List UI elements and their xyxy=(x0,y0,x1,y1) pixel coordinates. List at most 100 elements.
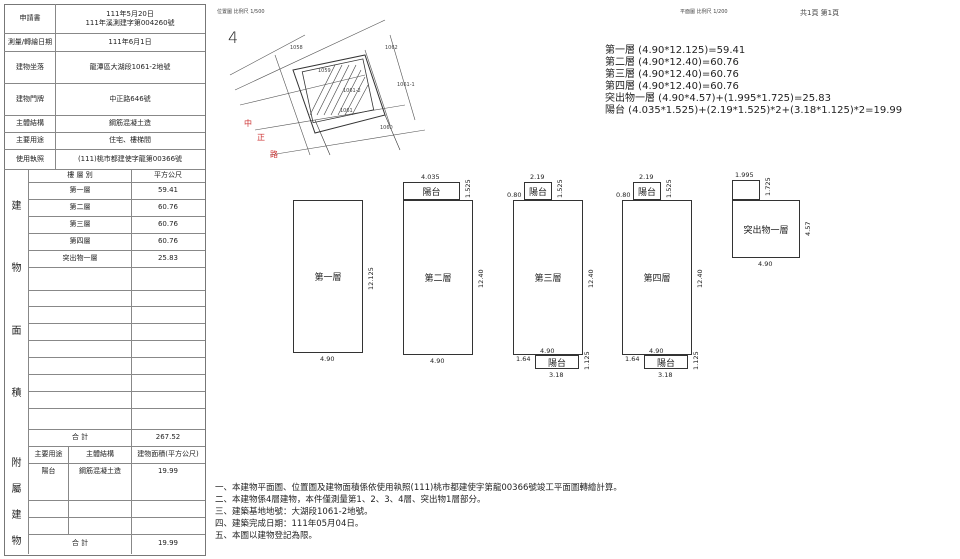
floor3-balcony-label: 陽台 xyxy=(528,187,547,198)
floor2-balcony-width: 4.035 xyxy=(421,173,440,181)
floor4-plan: 第四層 xyxy=(622,200,692,355)
location-map xyxy=(229,19,426,156)
floor-row-area: 60.76 xyxy=(157,237,179,246)
calc-line: 第三層 (4.90*12.40)=60.76 xyxy=(605,69,739,80)
calc-line: 突出物一層 (4.90*4.57)+(1.995*1.725)=25.83 xyxy=(605,93,831,104)
roof-width: 4.90 xyxy=(758,260,773,268)
floor3-width: 4.90 xyxy=(540,347,555,355)
survey-date-label: 測量/轉繪日期 xyxy=(7,37,53,46)
floor-row-name: 第二層 xyxy=(69,203,91,212)
parcel-line xyxy=(389,34,416,121)
parcel-label: 1061-1 xyxy=(397,82,415,88)
table-divider xyxy=(55,4,56,170)
attach-char: 物 xyxy=(11,535,22,547)
floor4-width: 4.90 xyxy=(649,347,664,355)
floor3-rear-balcony: 陽台 xyxy=(535,355,579,369)
floor-header: 樓 層 別 xyxy=(67,171,93,180)
area-calculations: 第一層 (4.90*12.125)=59.41 第二層 (4.90*12.40)… xyxy=(605,45,902,117)
floor2-label: 第二層 xyxy=(424,274,452,284)
floor2-balcony-label: 陽台 xyxy=(422,187,441,198)
total-label: 合 計 xyxy=(71,433,89,442)
floor3-balcony-height: 1.525 xyxy=(556,179,564,198)
floor1-width: 4.90 xyxy=(320,355,335,363)
roof-height: 4.57 xyxy=(804,221,812,236)
floor1-label: 第一層 xyxy=(314,273,342,283)
application-label: 申請書 xyxy=(19,14,41,23)
parcel-line xyxy=(234,19,386,91)
calc-line: 第一層 (4.90*12.125)=59.41 xyxy=(605,45,746,56)
floor1-height: 12.125 xyxy=(367,267,375,290)
note-line: 五、本圖以建物登記為限。 xyxy=(215,531,318,541)
section-char: 建 xyxy=(11,200,22,212)
calc-line: 第二層 (4.90*12.40)=60.76 xyxy=(605,57,739,68)
application-date: 111年5月20日 xyxy=(106,9,154,18)
section-number: 4 xyxy=(228,28,239,47)
parcel-line xyxy=(274,54,311,156)
attach-struct: 鋼筋混凝土造 xyxy=(79,467,121,476)
floor4-rear-balcony-label: 陽台 xyxy=(656,358,675,369)
floor3-rear-balcony-label: 陽台 xyxy=(547,358,566,369)
floor4-height: 12.40 xyxy=(696,269,704,288)
permit-value: (111)桃市都建使字龍第00366號 xyxy=(77,154,183,163)
note-line: 二、本建物係4層建物，本件僅測量第1、2、3、4層、突出物1層部分。 xyxy=(215,495,486,505)
floor4-rear-offset: 1.64 xyxy=(625,355,640,363)
roof-top-width: 1.995 xyxy=(735,171,754,179)
left-table xyxy=(4,4,206,556)
road-label: 路 xyxy=(270,150,278,159)
attach-total: 19.99 xyxy=(157,539,179,548)
road-label: 中 xyxy=(244,119,252,128)
note-line: 三、建築基地地號：大湖段1061-2地號。 xyxy=(215,507,373,517)
floor4-balcony-width: 2.19 xyxy=(639,173,654,181)
location-value: 龍潭區大湖段1061-2地號 xyxy=(89,62,171,71)
floor4-label: 第四層 xyxy=(643,274,671,284)
floor3-balcony-width: 2.19 xyxy=(530,173,545,181)
attach-use-header: 主要用途 xyxy=(34,450,63,459)
floor-row-name: 第四層 xyxy=(69,237,91,246)
area-header: 平方公尺 xyxy=(154,171,182,180)
attach-char: 屬 xyxy=(11,483,22,495)
roof-label: 突出物一層 xyxy=(743,225,789,236)
attach-use: 陽台 xyxy=(41,467,56,476)
plan-caption: 平面圖 比例尺 1/200 xyxy=(680,8,728,15)
parcel-label: 1061-2 xyxy=(343,88,361,94)
roof-plan: 突出物一層 xyxy=(732,200,800,258)
permit-label: 使用執照 xyxy=(16,154,44,163)
floor2-balcony: 陽台 xyxy=(403,182,460,200)
application-no: 111年溪測建字第004260號 xyxy=(85,19,175,27)
section-char: 物 xyxy=(11,263,22,275)
floor-row-area: 59.41 xyxy=(157,186,179,195)
floor-row-name: 第三層 xyxy=(69,220,91,229)
floor3-rear-offset: 1.64 xyxy=(516,355,531,363)
floor3-rear-height: 1.125 xyxy=(583,351,591,370)
location-map-caption: 位置圖 比例尺 1/500 xyxy=(217,8,265,15)
attach-area: 19.99 xyxy=(157,467,179,476)
door-label: 建物門牌 xyxy=(16,94,44,103)
note-line: 一、本建物平面圖、位置圖及建物面積係依使用執照(111)桃市都建使字第龍0036… xyxy=(215,483,622,493)
total-value: 267.52 xyxy=(155,433,181,442)
structure-label: 主體結構 xyxy=(16,119,44,128)
calc-line: 陽台 (4.035*1.525)+(2.19*1.525)*2+(3.18*1.… xyxy=(605,105,903,116)
floor-row-name: 第一層 xyxy=(69,186,91,195)
attach-total-label: 合 計 xyxy=(71,539,89,548)
floor4-rear-width: 3.18 xyxy=(658,371,673,379)
floor4-balcony: 陽台 xyxy=(633,182,661,200)
floor3-balcony: 陽台 xyxy=(524,182,552,200)
floor2-width: 4.90 xyxy=(430,357,445,365)
location-map-label: 位置圖 比例尺 xyxy=(217,9,249,15)
floor3-rear-width: 3.18 xyxy=(549,371,564,379)
floor4-balcony-label: 陽台 xyxy=(637,187,656,198)
floor4-rear-height: 1.125 xyxy=(692,351,700,370)
floor2-plan: 第二層 xyxy=(403,200,473,355)
floor1-plan: 第一層 xyxy=(293,200,363,353)
structure-value: 鋼筋混凝土造 xyxy=(109,119,151,128)
floor2-balcony-height: 1.525 xyxy=(464,179,472,198)
floor-row-area: 60.76 xyxy=(157,220,179,229)
attach-char: 建 xyxy=(11,509,22,521)
parcel-line xyxy=(254,104,406,131)
hatch-area xyxy=(309,64,369,116)
section-char: 積 xyxy=(11,388,22,400)
section-char: 面 xyxy=(11,325,22,337)
location-map-scale: 1/500 xyxy=(250,9,265,15)
subject-parcel xyxy=(301,58,375,124)
calc-line: 第四層 (4.90*12.40)=60.76 xyxy=(605,81,739,92)
